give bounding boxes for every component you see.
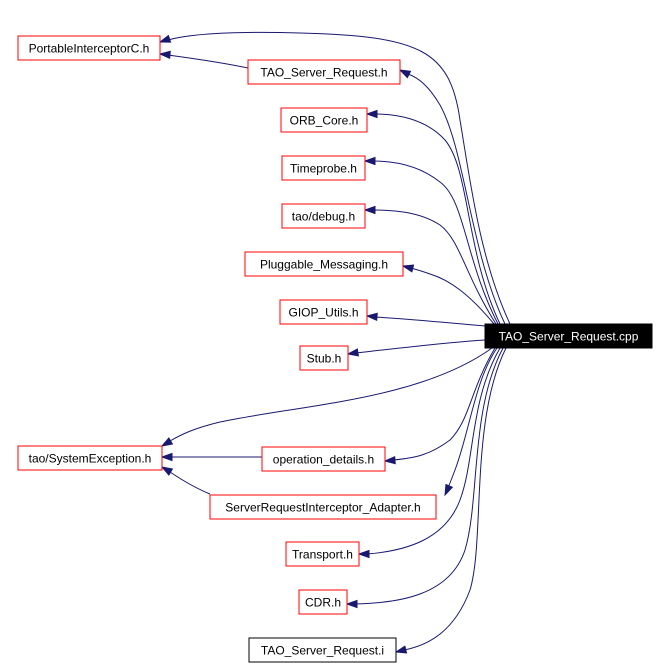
edge-root-to-giop <box>365 312 486 327</box>
node-box <box>298 589 348 615</box>
node-stub-h[interactable]: Stub.h <box>299 345 349 371</box>
edge-root-to-stub <box>346 339 486 357</box>
arrowhead-icon <box>160 466 174 476</box>
node-box <box>248 637 397 663</box>
arrowhead-icon <box>160 437 174 447</box>
arrowhead-icon <box>401 264 415 273</box>
edge-line <box>410 267 495 325</box>
edge-line <box>355 339 486 354</box>
node-cdr-h[interactable]: CDR.h <box>298 589 348 615</box>
node-operation-details-h[interactable]: operation_details.h <box>261 446 386 472</box>
node-label: Timeprobe.h <box>290 162 357 176</box>
edge-root-to-tsr_i <box>394 347 507 654</box>
arrowhead-icon <box>345 599 358 609</box>
node-timeprobe-h[interactable]: Timeprobe.h <box>281 155 366 181</box>
arrowhead-icon <box>158 50 171 60</box>
edge-tsr_h-to-portable <box>158 50 249 69</box>
edge-line <box>403 347 507 651</box>
edge-sria-to-sysexc <box>160 466 211 495</box>
node-box <box>285 541 360 567</box>
node-label: PortableInterceptorC.h <box>29 42 150 56</box>
node-label: TAO_Server_Request.cpp <box>499 330 639 344</box>
arrowhead-icon <box>357 549 370 559</box>
node-label: TAO_Server_Request.i <box>261 644 384 658</box>
edge-line <box>167 31 511 325</box>
edge-root-to-transport <box>357 347 501 559</box>
node-portableinterceptorc-h[interactable]: PortableInterceptorC.h <box>17 35 161 61</box>
arrowhead-icon <box>394 645 408 654</box>
edge-line <box>372 160 499 325</box>
node-box <box>281 155 366 181</box>
node-box <box>280 107 368 133</box>
node-box <box>17 35 161 61</box>
node-box <box>247 59 401 85</box>
arrowhead-icon <box>158 34 172 43</box>
edge-root-to-timeprobe <box>363 156 499 325</box>
node-box <box>279 299 368 325</box>
arrowhead-icon <box>365 312 378 321</box>
node-label: CDR.h <box>305 596 341 610</box>
node-tao-systemexception-h[interactable]: tao/SystemException.h <box>17 445 163 471</box>
edge-root-to-portable <box>158 31 511 325</box>
node-label: tao/debug.h <box>292 210 355 224</box>
edge-root-to-orbcore <box>365 109 501 325</box>
node-serverrequestinterceptor-adapter-h[interactable]: ServerRequestInterceptor_Adapter.h <box>209 494 437 520</box>
node-label: TAO_Server_Request.h <box>260 66 387 80</box>
nodes-layer: TAO_Server_Request.cpp PortableIntercept… <box>17 35 653 663</box>
edge-root-to-tsr_h <box>398 69 506 325</box>
edge-root-to-debug <box>363 205 497 325</box>
edge-line <box>169 347 493 442</box>
edge-root-to-opdetails <box>383 347 496 465</box>
edge-line <box>374 113 501 325</box>
edge-line <box>392 347 496 461</box>
arrowhead-icon <box>365 109 378 119</box>
node-label: operation_details.h <box>273 453 374 467</box>
arrowhead-icon <box>160 452 173 462</box>
node-label: Transport.h <box>292 548 353 562</box>
edge-line <box>372 209 497 325</box>
edge-line <box>407 73 506 325</box>
node-box <box>299 345 349 371</box>
node-orb-core-h[interactable]: ORB_Core.h <box>280 107 368 133</box>
edge-root-to-cdr <box>345 347 504 609</box>
arrowhead-icon <box>363 156 376 166</box>
node-label: Stub.h <box>307 352 342 366</box>
arrowhead-icon <box>444 483 454 497</box>
node-box <box>209 494 437 520</box>
edge-root-to-pluggable <box>401 264 495 325</box>
node-box <box>244 251 404 277</box>
node-tao-server-request-i[interactable]: TAO_Server_Request.i <box>248 637 397 663</box>
arrowhead-icon <box>398 69 412 79</box>
edge-root-to-sria <box>444 347 498 497</box>
arrowhead-icon <box>363 205 376 215</box>
edge-opdetails-to-sysexc <box>160 452 263 462</box>
node-label: tao/SystemException.h <box>29 452 152 466</box>
node-transport-h[interactable]: Transport.h <box>285 541 360 567</box>
node-box <box>261 446 386 472</box>
node-pluggable-messaging-h[interactable]: Pluggable_Messaging.h <box>244 251 404 277</box>
node-tao-debug-h[interactable]: tao/debug.h <box>281 203 366 229</box>
node-box <box>484 323 653 349</box>
edge-line <box>169 471 211 495</box>
edge-line <box>167 54 249 69</box>
node-label: Pluggable_Messaging.h <box>260 258 388 272</box>
arrowhead-icon <box>383 456 396 465</box>
arrowhead-icon <box>346 348 360 357</box>
node-label: ServerRequestInterceptor_Adapter.h <box>225 501 420 515</box>
edge-line <box>374 316 486 327</box>
edge-line <box>366 347 501 555</box>
node-box <box>281 203 366 229</box>
node-tao-server-request-h[interactable]: TAO_Server_Request.h <box>247 59 401 85</box>
edge-root-to-sysexc <box>160 347 493 447</box>
node-giop-utils-h[interactable]: GIOP_Utils.h <box>279 299 368 325</box>
edges-layer <box>158 31 511 654</box>
node-label: GIOP_Utils.h <box>288 306 358 320</box>
edge-line <box>447 347 498 489</box>
node-box <box>17 445 163 471</box>
node-label: ORB_Core.h <box>290 114 359 128</box>
edge-line <box>354 347 504 605</box>
node-tao-server-request-cpp[interactable]: TAO_Server_Request.cpp <box>484 323 653 349</box>
